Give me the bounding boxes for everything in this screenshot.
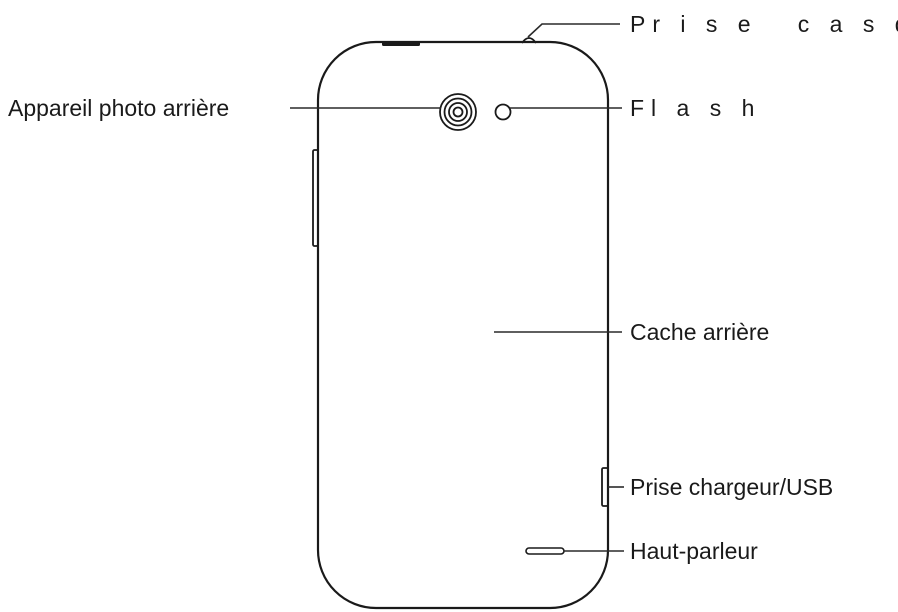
power-button [382, 41, 420, 46]
label-charger-usb: Prise chargeur/USB [630, 474, 833, 500]
leader-lines [290, 23, 624, 552]
label-rear-camera: Appareil photo arrière [8, 95, 229, 121]
leader-headphone-jack [527, 23, 620, 38]
flash-icon [494, 103, 512, 121]
label-back-cover: Cache arrière [630, 319, 769, 345]
speaker-grille [525, 547, 565, 555]
headphone-jack-notch [521, 37, 537, 44]
label-speaker: Haut-parleur [630, 538, 758, 564]
rear-camera-icon [439, 93, 477, 131]
usb-port [601, 467, 609, 507]
label-flash: Fl a s h [630, 95, 761, 121]
volume-button [312, 149, 319, 247]
label-headphone-jack: Pr i s e c a s q u e [630, 11, 898, 37]
phone-body-outline [316, 40, 610, 610]
